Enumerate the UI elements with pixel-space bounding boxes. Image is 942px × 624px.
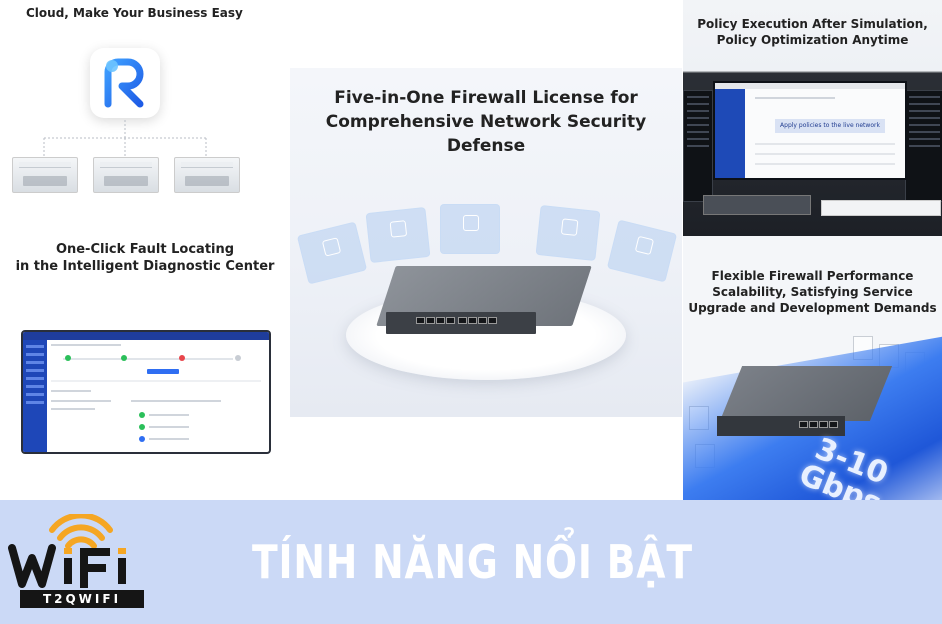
performance-panel-title: Flexible Firewall Performance Scalabilit… bbox=[683, 268, 942, 316]
license-card-icon bbox=[535, 205, 601, 261]
t2qwifi-brand-text: T2QWIFI bbox=[20, 590, 144, 608]
app-top-bar bbox=[23, 332, 269, 340]
switch-appliance-image bbox=[821, 200, 941, 216]
firewall-front-panel bbox=[717, 416, 845, 436]
license-card-icon bbox=[440, 204, 500, 254]
diagnostic-content bbox=[51, 344, 265, 448]
policy-title-line-2: Policy Optimization Anytime bbox=[716, 33, 909, 47]
server-rack bbox=[905, 90, 942, 202]
policy-simulation-panel: Policy Execution After Simulation, Polic… bbox=[683, 0, 942, 236]
firewall-license-title: Five-in-One Firewall License for Compreh… bbox=[290, 86, 682, 158]
app-sidebar bbox=[23, 340, 47, 452]
diagnostic-center-screenshot bbox=[21, 330, 271, 454]
fault-title-line-1: One-Click Fault Locating bbox=[55, 242, 235, 257]
performance-title-line-3: Upgrade and Development Demands bbox=[688, 301, 937, 315]
center-title-line-3: Defense bbox=[446, 136, 526, 156]
performance-title-line-1: Flexible Firewall Performance bbox=[711, 269, 914, 283]
step-pending-icon bbox=[235, 355, 241, 361]
policy-title-line-1: Policy Execution After Simulation, bbox=[697, 17, 928, 31]
firewall-appliance-image bbox=[703, 195, 811, 215]
fault-title-line-2: in the Intelligent Diagnostic Center bbox=[15, 259, 275, 274]
firewall-front-panel bbox=[386, 312, 536, 334]
license-card-icon bbox=[296, 221, 368, 285]
branch-office-image-2 bbox=[93, 157, 159, 193]
step-error-icon bbox=[179, 355, 185, 361]
apply-policies-caption: Apply policies to the live network bbox=[775, 119, 885, 133]
license-card-icon bbox=[606, 219, 678, 283]
performance-title-line-2: Scalability, Satisfying Service bbox=[712, 285, 913, 299]
t2qwifi-logo: T2QWIFI bbox=[8, 512, 154, 614]
branch-office-image-3 bbox=[174, 157, 240, 193]
firewall-device-image bbox=[719, 366, 893, 421]
policy-panel-title: Policy Execution After Simulation, Polic… bbox=[683, 16, 942, 48]
step-ok-icon bbox=[121, 355, 127, 361]
feature-banner: T2QWIFI TÍNH NĂNG NỔI BẬT bbox=[0, 500, 942, 624]
banner-title: TÍNH NĂNG NỔI BẬT bbox=[252, 535, 693, 589]
fault-panel-title: One-Click Fault Locating in the Intellig… bbox=[10, 241, 280, 275]
firewall-license-panel: Five-in-One Firewall License for Compreh… bbox=[290, 68, 682, 417]
cloud-panel-title: Cloud, Make Your Business Easy bbox=[26, 6, 243, 20]
policy-monitor-screen: Apply policies to the live network bbox=[713, 81, 907, 180]
network-tree-lines bbox=[43, 120, 207, 157]
wifi-signal-logo-icon bbox=[8, 512, 126, 588]
license-card-icon bbox=[365, 207, 431, 263]
server-rack bbox=[683, 90, 713, 202]
cloud-r-logo-icon bbox=[90, 48, 160, 118]
step-ok-icon bbox=[65, 355, 71, 361]
branch-office-image-1 bbox=[12, 157, 78, 193]
center-title-line-1: Five-in-One Firewall License for bbox=[334, 88, 638, 108]
diagnose-button bbox=[147, 369, 179, 374]
center-title-line-2: Comprehensive Network Security bbox=[325, 112, 647, 132]
performance-scalability-panel: Flexible Firewall Performance Scalabilit… bbox=[683, 236, 942, 500]
